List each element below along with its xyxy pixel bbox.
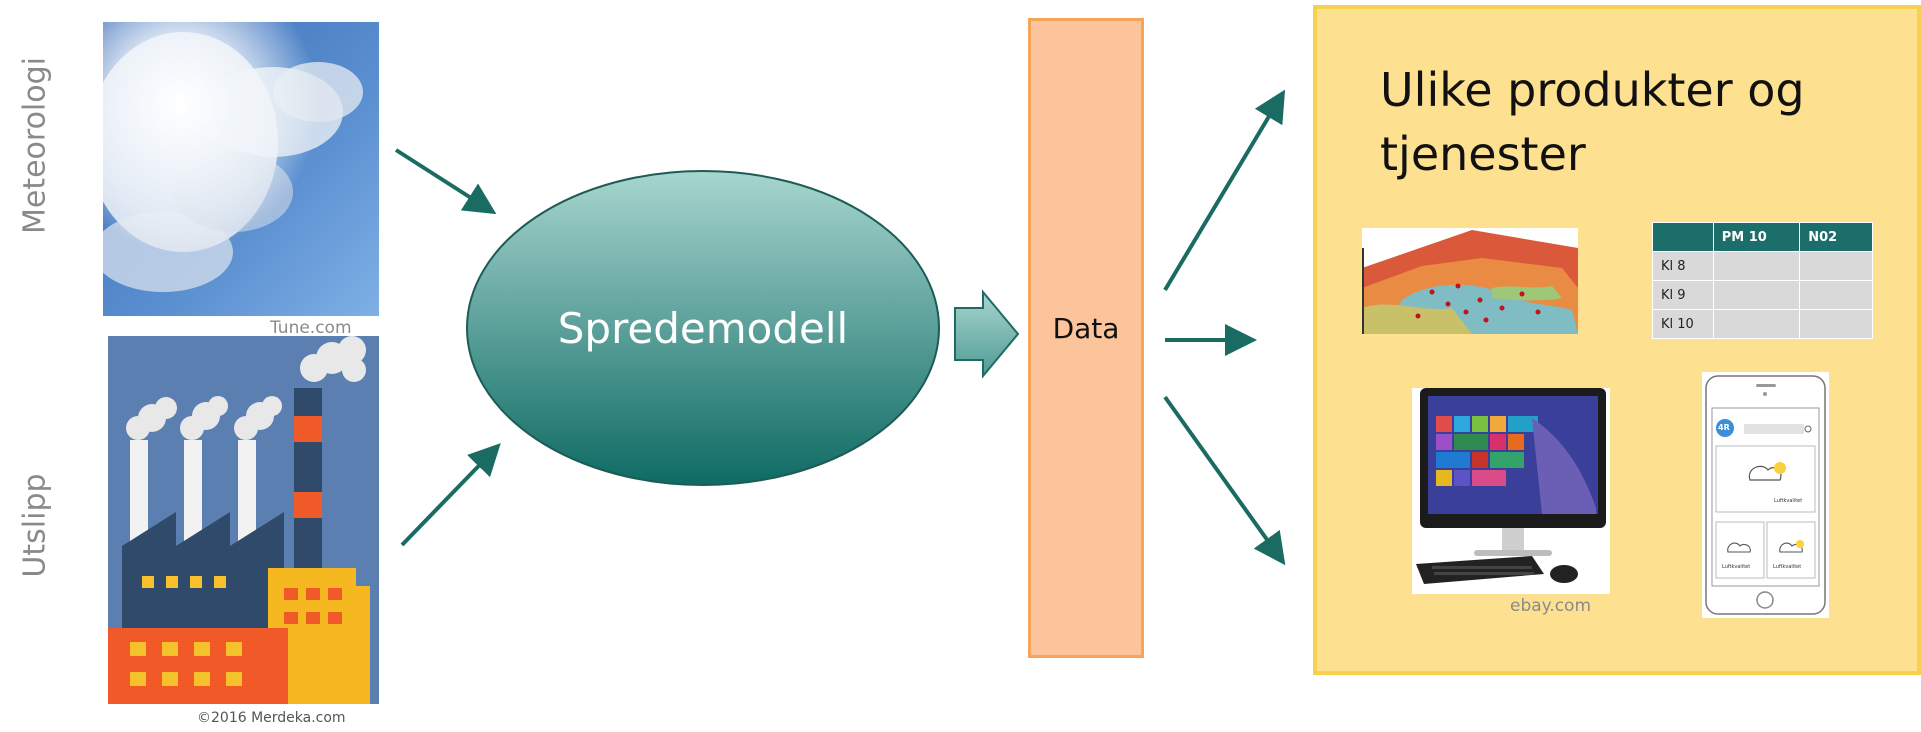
sky-image — [103, 22, 379, 316]
arrow-emissions-to-model — [400, 443, 501, 547]
table-cell: Kl 10 — [1652, 309, 1714, 339]
computer-image — [1412, 388, 1610, 594]
data-label: Data — [1052, 311, 1120, 345]
phone-air-quality-label: Luftkvalitet — [1774, 498, 1803, 504]
factory-image — [108, 336, 379, 704]
factory-credit: ©2016 Merdeka.com — [197, 710, 346, 726]
spredemodell-ellipse — [466, 170, 940, 486]
table-row: Kl 8 — [1652, 251, 1873, 281]
phone-image: 4R Luftkvalitet Luftkvalitet Luftkvalite… — [1702, 372, 1829, 618]
table-row: Kl 9 — [1652, 280, 1873, 310]
terrain-map-image — [1362, 228, 1578, 334]
phone-logo: 4R — [1718, 423, 1730, 432]
phone-air-quality-label: Luftkvalitet — [1722, 564, 1751, 570]
spredemodell-label: Spredemodell — [557, 303, 849, 353]
table-cell: Kl 8 — [1652, 251, 1714, 281]
table-row: Kl 10 — [1652, 309, 1873, 339]
table-header — [1652, 222, 1714, 252]
emissions-label: Utslipp — [17, 473, 53, 578]
arrow-model-to-data — [954, 289, 1020, 379]
table-cell — [1799, 280, 1873, 310]
phone-air-quality-label: Luftkvalitet — [1773, 564, 1802, 570]
table-header: PM 10 — [1712, 222, 1801, 252]
table-cell — [1712, 280, 1801, 310]
table-cell — [1712, 251, 1801, 281]
products-title: Ulike produkter og tjenester — [1380, 63, 1805, 181]
arrow-meteorology-to-model — [394, 148, 497, 215]
computer-credit: ebay.com — [1510, 596, 1592, 616]
table-cell — [1799, 309, 1873, 339]
table-cell — [1799, 251, 1873, 281]
table-cell: Kl 9 — [1652, 280, 1714, 310]
sky-credit: Tune.com — [270, 318, 352, 338]
pm-table: PM 10 N02 Kl 8 Kl 9 Kl 10 — [1652, 222, 1873, 339]
table-cell — [1712, 309, 1801, 339]
data-box: Data — [1028, 18, 1144, 658]
meteorology-label: Meteorologi — [17, 57, 53, 235]
arrow-data-to-products-top — [1163, 89, 1286, 292]
table-header: N02 — [1799, 222, 1873, 252]
arrow-data-to-products-bottom — [1163, 395, 1286, 566]
